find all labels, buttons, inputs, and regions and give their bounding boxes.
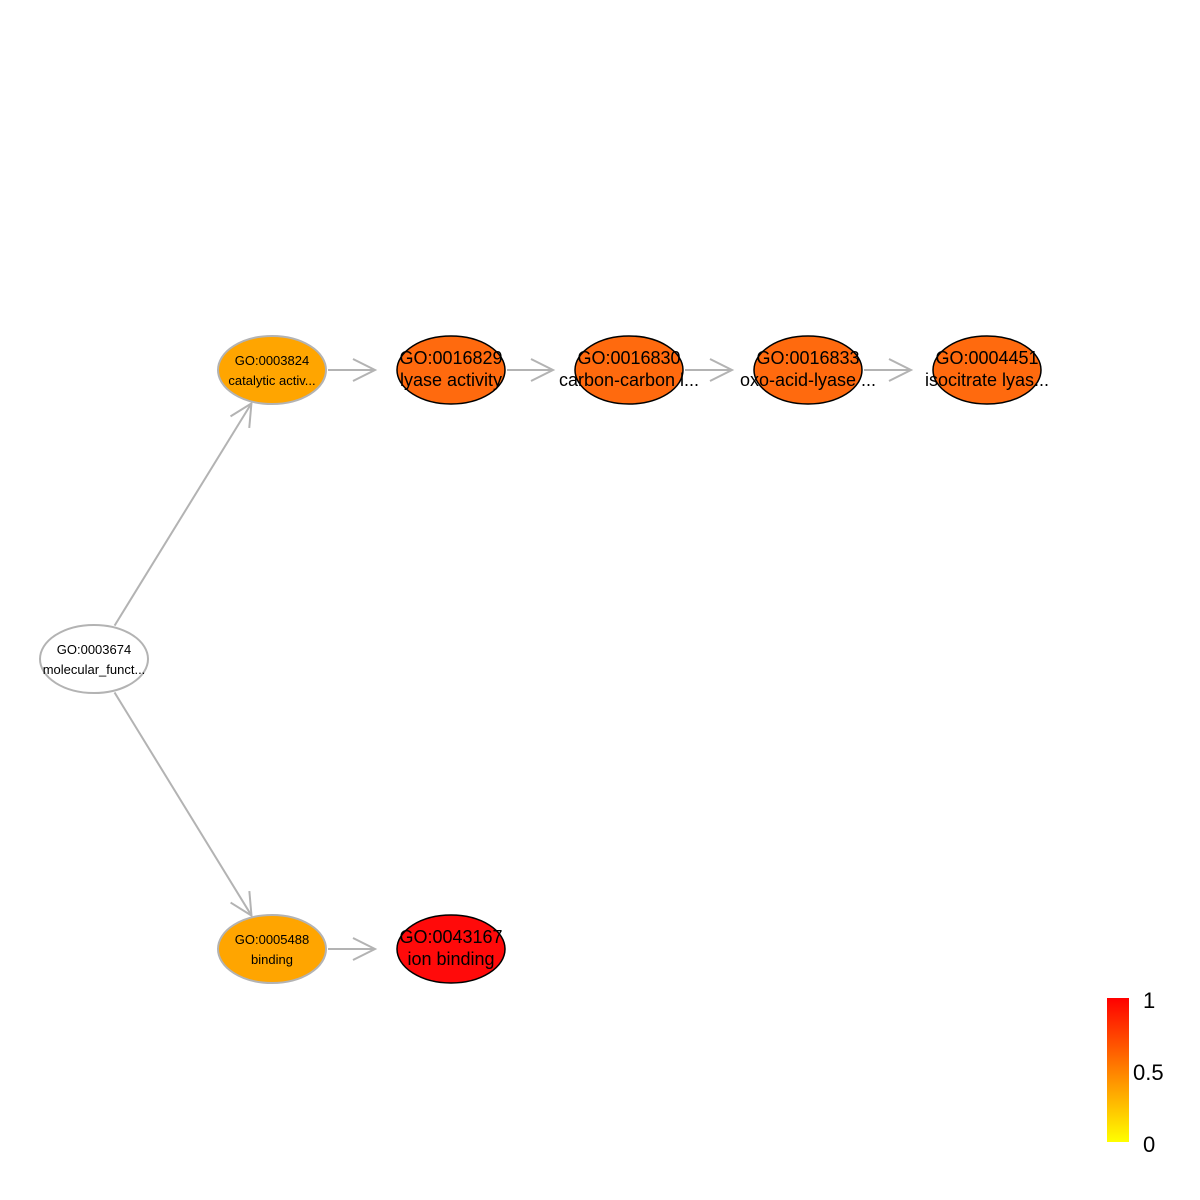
edge-n3674-to-n5488: [113, 691, 253, 918]
legend-tick-high: 1: [1143, 988, 1155, 1013]
node-term-name: binding: [251, 952, 293, 967]
edge-n16829-to-n16830: [507, 358, 556, 382]
edge-n3674-to-n3824: [113, 401, 253, 627]
edge-arrowhead: [352, 937, 378, 961]
node-go-0003674[interactable]: GO:0003674 molecular_funct...: [39, 624, 149, 694]
legend-tick-mid: 0.5: [1133, 1060, 1164, 1085]
node-go-id: GO:0043167: [399, 927, 502, 947]
node-go-id: GO:0003824: [235, 353, 309, 368]
edge-arrowhead: [888, 358, 914, 382]
edge-line: [113, 402, 253, 627]
edge-n16830-to-n16833: [685, 358, 735, 382]
node-ellipse[interactable]: [753, 335, 863, 405]
edge-arrowhead: [530, 358, 556, 382]
edge-arrowhead: [709, 358, 735, 382]
edge-n5488-to-n43167: [328, 937, 378, 961]
node-term-name: lyase activity: [400, 370, 502, 390]
node-go-id: GO:0016830: [577, 348, 680, 368]
node-ellipse[interactable]: [932, 335, 1042, 405]
edge-arrowhead: [230, 890, 253, 918]
legend-color-bar: [1107, 998, 1129, 1142]
legend-tick-low: 0: [1143, 1132, 1155, 1157]
node-term-name: molecular_funct...: [43, 662, 146, 677]
nodes: GO:0003674 molecular_funct... GO:0003824 ca…: [39, 335, 1049, 984]
node-term-name: carbon-carbon l...: [559, 370, 699, 390]
node-go-id: GO:0004451: [935, 348, 1038, 368]
edge-line: [113, 691, 253, 917]
node-ellipse[interactable]: [217, 914, 327, 984]
node-term-name: catalytic activ...: [228, 373, 315, 388]
node-ellipse[interactable]: [396, 335, 506, 405]
edge-arrowhead: [229, 401, 253, 428]
node-go-0003824[interactable]: GO:0003824 catalytic activ...: [217, 335, 327, 405]
node-ellipse[interactable]: [217, 335, 327, 405]
node-term-name: oxo-acid-lyase ...: [740, 370, 876, 390]
node-ellipse[interactable]: [39, 624, 149, 694]
node-go-id: GO:0016829: [399, 348, 502, 368]
edges: [113, 358, 914, 961]
node-ellipse[interactable]: [396, 914, 506, 984]
edge-arrowhead: [352, 358, 378, 382]
node-go-id: GO:0003674: [57, 642, 131, 657]
color-legend: 1 0.5 0: [1107, 988, 1164, 1157]
node-term-name: ion binding: [407, 949, 494, 969]
node-ellipse[interactable]: [574, 335, 684, 405]
node-go-0016833[interactable]: GO:0016833oxo-acid-lyase ...: [740, 335, 876, 405]
node-go-0005488[interactable]: GO:0005488 binding: [217, 914, 327, 984]
node-go-id: GO:0005488: [235, 932, 309, 947]
edge-n3824-to-n16829: [328, 358, 378, 382]
edge-n16833-to-n4451: [864, 358, 914, 382]
node-go-id: GO:0016833: [756, 348, 859, 368]
node-term-name: isocitrate lyas...: [925, 370, 1049, 390]
